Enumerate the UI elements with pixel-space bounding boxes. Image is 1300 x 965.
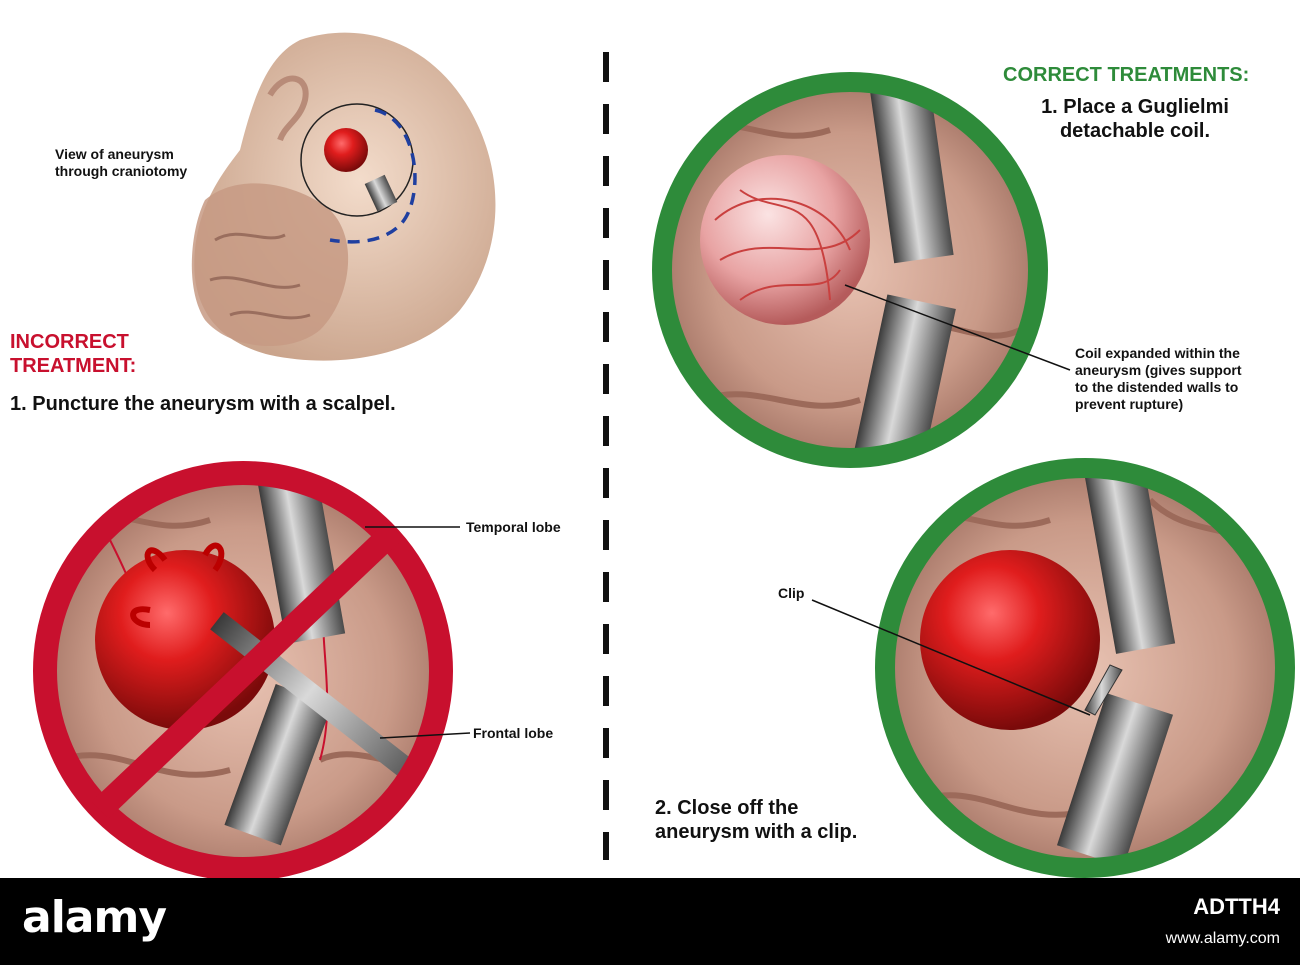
view-label-line1: View of aneurysm	[55, 146, 174, 162]
correct-step1-text: 1. Place a Guglielmi detachable coil.	[1035, 95, 1235, 143]
footer-bar: alamy ADTTH4 www.alamy.com	[0, 878, 1300, 965]
clip-treatment-illustration	[875, 458, 1295, 878]
incorrect-treatment-illustration	[33, 461, 453, 878]
view-label-line2: through craniotomy	[55, 163, 188, 179]
incorrect-header-line2: TREATMENT:	[10, 355, 137, 377]
coil-line1: Coil expanded within the	[1075, 345, 1240, 361]
incorrect-step-text: 1. Puncture the aneurysm with a scalpel.	[10, 393, 396, 415]
medical-illustration	[33, 32, 1295, 878]
clip-label: Clip	[778, 585, 805, 601]
view-aneurysm-label: View of aneurysm through craniotomy	[55, 146, 187, 180]
coil-line3: to the distended walls to	[1075, 379, 1239, 395]
correct-header: CORRECT TREATMENTS:	[1003, 64, 1250, 86]
coil-treatment-illustration	[652, 72, 1048, 468]
incorrect-header: INCORRECT TREATMENT:	[10, 330, 136, 378]
coil-line2: aneurysm (gives support	[1075, 362, 1242, 378]
image-id: ADTTH4	[1193, 894, 1280, 919]
clip-leader	[811, 599, 1091, 716]
frontal-leader	[379, 732, 471, 739]
step2-text: 2. Close off the aneurysm with a clip.	[655, 796, 857, 844]
frontal-lobe-label: Frontal lobe	[473, 725, 554, 741]
coil-leader	[844, 284, 1071, 371]
step2-line1: 2. Close off the	[655, 797, 799, 819]
brand-logo[interactable]: alamy	[22, 892, 167, 943]
coil-description: Coil expanded within the aneurysm (gives…	[1075, 345, 1242, 413]
correct-step1-line1: 1. Place a Guglielmi	[1041, 96, 1229, 118]
step2-line2: aneurysm with a clip.	[655, 821, 858, 843]
head-craniotomy-illustration	[191, 32, 496, 361]
incorrect-header-line1: INCORRECT	[10, 331, 129, 353]
coil-line4: prevent rupture)	[1075, 396, 1184, 412]
site-link[interactable]: www.alamy.com	[1165, 930, 1280, 947]
temporal-lobe-label: Temporal lobe	[466, 519, 561, 535]
correct-step1-line2: detachable coil.	[1059, 120, 1211, 142]
